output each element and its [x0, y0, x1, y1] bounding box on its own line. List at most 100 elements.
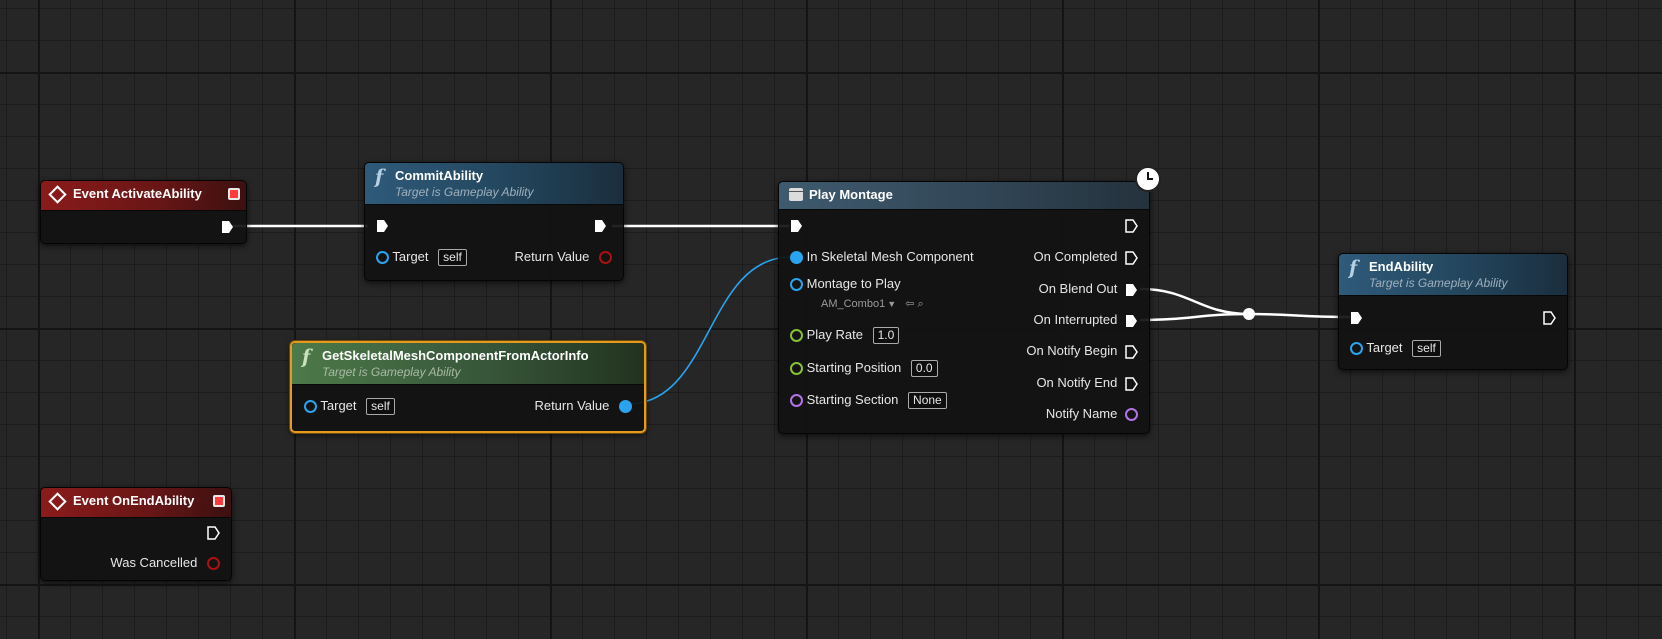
- exec-output-pin[interactable]: [207, 526, 220, 540]
- pin-label: In Skeletal Mesh Component: [806, 249, 974, 264]
- pin-label: Starting Position: [806, 360, 902, 375]
- pin-label: On Blend Out: [1038, 281, 1118, 296]
- node-header: Play Montage: [779, 182, 1149, 210]
- name-pin-icon: [790, 394, 803, 408]
- target-input-pin[interactable]: Target self: [376, 247, 467, 267]
- target-input-pin[interactable]: Target self: [1350, 338, 1441, 358]
- starting-position-pin[interactable]: Starting Position 0.0: [790, 358, 938, 378]
- object-pin-icon: [790, 251, 803, 265]
- node-title: Play Montage: [809, 187, 893, 202]
- pin-label: On Completed: [1033, 249, 1118, 264]
- exec-input-pin[interactable]: [790, 219, 803, 233]
- notify-name-pin[interactable]: Notify Name: [1046, 404, 1138, 424]
- object-pin-icon: [376, 251, 389, 265]
- event-diamond-icon: [48, 185, 67, 204]
- exec-output-pin[interactable]: [1125, 219, 1138, 233]
- replication-badge-icon: [228, 188, 240, 200]
- exec-output-pin[interactable]: [1543, 311, 1556, 325]
- starting-position-value-field[interactable]: 0.0: [910, 360, 938, 378]
- bool-pin-icon: [599, 251, 612, 265]
- montage-asset-value: AM_Combo1: [821, 298, 886, 310]
- exec-wire-reroute-to-endability: [1248, 312, 1351, 319]
- on-notify-begin-pin[interactable]: On Notify Begin: [1026, 341, 1138, 361]
- exec-wire-interrupted-to-reroute: [1139, 312, 1250, 322]
- exec-pin-icon: [1126, 314, 1137, 327]
- node-header: Event OnEndAbility: [41, 488, 231, 518]
- object-wire-mesh-to-montage: [627, 256, 792, 405]
- exec-pin-icon: [1126, 283, 1137, 296]
- target-value-field[interactable]: self: [1412, 340, 1441, 358]
- node-title: Event ActivateAbility: [73, 186, 202, 201]
- use-selected-arrow-icon[interactable]: ⇦: [905, 298, 915, 310]
- target-value-field[interactable]: self: [366, 398, 395, 416]
- node-header: f CommitAbility Target is Gameplay Abili…: [365, 163, 623, 205]
- pin-label: Play Rate: [806, 327, 863, 342]
- node-subtitle: Target is Gameplay Ability: [322, 365, 461, 379]
- exec-pin-icon: [1125, 376, 1138, 391]
- exec-output-pin[interactable]: [221, 220, 234, 234]
- reroute-knot[interactable]: [1243, 308, 1255, 320]
- node-title: GetSkeletalMeshComponentFromActorInfo: [322, 348, 589, 363]
- node-get-skeletal-mesh-component[interactable]: f GetSkeletalMeshComponentFromActorInfo …: [290, 341, 646, 433]
- browse-search-icon[interactable]: ⌕: [917, 298, 924, 310]
- pin-label: Was Cancelled: [110, 555, 198, 570]
- on-interrupted-pin[interactable]: On Interrupted: [1034, 310, 1138, 330]
- object-pin-icon: [1350, 342, 1363, 356]
- object-pin-icon: [619, 400, 632, 414]
- bool-pin-icon: [207, 557, 220, 571]
- latent-clock-icon: [1135, 166, 1161, 192]
- node-commit-ability[interactable]: f CommitAbility Target is Gameplay Abili…: [364, 162, 624, 281]
- return-value-output-pin[interactable]: Return Value: [534, 396, 632, 416]
- return-value-output-pin[interactable]: Return Value: [514, 247, 612, 267]
- chevron-down-icon: ▼: [887, 299, 897, 309]
- float-pin-icon: [790, 362, 803, 376]
- node-end-ability[interactable]: f EndAbility Target is Gameplay Ability …: [1338, 253, 1568, 370]
- on-completed-pin[interactable]: On Completed: [1034, 247, 1138, 267]
- pin-label: On Interrupted: [1033, 312, 1118, 327]
- on-blend-out-pin[interactable]: On Blend Out: [1039, 279, 1138, 299]
- node-subtitle: Target is Gameplay Ability: [1369, 276, 1508, 290]
- pin-label: On Notify End: [1036, 375, 1118, 390]
- node-event-activate-ability[interactable]: Event ActivateAbility: [40, 180, 247, 244]
- node-header: Event ActivateAbility: [41, 181, 246, 211]
- node-title: EndAbility: [1369, 259, 1434, 274]
- pin-label: Notify Name: [1045, 406, 1118, 421]
- montage-asset-dropdown[interactable]: AM_Combo1▼ ⇦ ⌕: [821, 297, 924, 311]
- exec-input-pin[interactable]: [1350, 311, 1363, 325]
- object-pin-icon: [790, 278, 803, 292]
- exec-output-pin[interactable]: [594, 219, 607, 233]
- target-value-field[interactable]: self: [438, 249, 467, 267]
- play-rate-pin[interactable]: Play Rate 1.0: [790, 325, 900, 345]
- montage-to-play-pin[interactable]: Montage to Play: [790, 274, 901, 294]
- pin-label: Target: [320, 398, 357, 413]
- name-pin-icon: [1125, 408, 1138, 422]
- was-cancelled-output-pin[interactable]: Was Cancelled: [110, 553, 220, 573]
- node-play-montage[interactable]: Play Montage In Skeletal Mesh Component …: [778, 166, 1161, 434]
- node-header: f GetSkeletalMeshComponentFromActorInfo …: [292, 343, 644, 385]
- pin-label: Return Value: [514, 249, 590, 264]
- in-skeletal-mesh-component-pin[interactable]: In Skeletal Mesh Component: [790, 247, 974, 267]
- play-rate-value-field[interactable]: 1.0: [872, 327, 900, 345]
- target-input-pin[interactable]: Target self: [304, 396, 395, 416]
- starting-section-value-field[interactable]: None: [908, 392, 947, 410]
- function-icon: f: [302, 346, 311, 368]
- node-title: CommitAbility: [395, 168, 484, 183]
- on-notify-end-pin[interactable]: On Notify End: [1036, 373, 1138, 393]
- starting-section-pin[interactable]: Starting Section None: [790, 390, 947, 410]
- pin-label: On Notify Begin: [1026, 343, 1118, 358]
- exec-pin-icon: [1125, 344, 1138, 359]
- pin-label: Montage to Play: [806, 276, 901, 291]
- node-header: f EndAbility Target is Gameplay Ability: [1339, 254, 1567, 296]
- object-pin-icon: [304, 400, 317, 414]
- node-title: Event OnEndAbility: [73, 493, 195, 508]
- exec-wire-blendout-to-reroute: [1139, 287, 1250, 316]
- pin-label: Target: [392, 249, 429, 264]
- node-event-on-end-ability[interactable]: Event OnEndAbility Was Cancelled: [40, 487, 232, 581]
- exec-input-pin[interactable]: [376, 219, 389, 233]
- pin-label: Return Value: [534, 398, 610, 413]
- function-icon: f: [1349, 257, 1358, 279]
- pin-label: Starting Section: [806, 392, 899, 407]
- pin-label: Target: [1366, 340, 1403, 355]
- function-icon: f: [375, 166, 384, 188]
- exec-pin-icon: [1125, 250, 1138, 265]
